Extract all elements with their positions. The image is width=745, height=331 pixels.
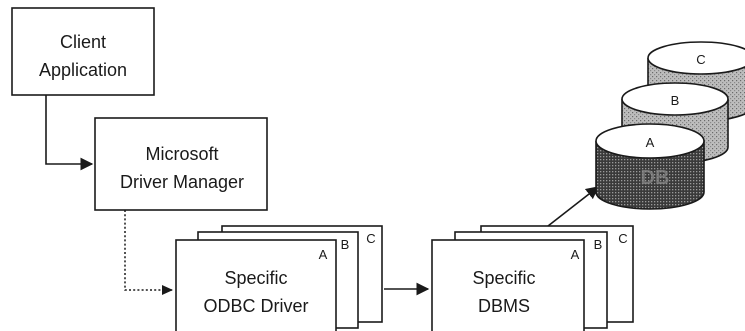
client-label-line1: Client: [60, 32, 106, 52]
client-to-manager-connector: [45, 95, 94, 171]
manager-to-driver-connector: [124, 210, 172, 291]
driver-tag-c: C: [366, 231, 375, 246]
driver-card-stack: C B A Specific ODBC Driver: [175, 225, 383, 331]
database-front-text: DB: [641, 167, 670, 189]
dbms-tag-c: C: [618, 231, 627, 246]
manager-label-line1: Microsoft: [145, 144, 218, 164]
dbms-to-database-connector: [547, 186, 600, 227]
dbms-card-a: [431, 239, 585, 331]
database-cylinder-a: A DB: [595, 123, 705, 210]
database-tag-c: C: [696, 52, 705, 67]
driver-tag-b: B: [341, 237, 350, 252]
manager-label-line2: Driver Manager: [120, 172, 244, 192]
client-label-line2: Application: [39, 60, 127, 80]
database-tag-b: B: [671, 93, 680, 108]
dbms-tag-b: B: [594, 237, 603, 252]
manager-to-driver-arrowhead: [162, 285, 173, 295]
driver-label-line1: Specific: [224, 268, 287, 288]
database-tag-a: A: [646, 135, 655, 150]
driver-card-a: [175, 239, 337, 331]
driver-manager-box: Microsoft Driver Manager: [94, 117, 268, 211]
dbms-tag-a: A: [571, 247, 580, 262]
dbms-card-stack: C B A Specific DBMS: [431, 225, 634, 331]
driver-tag-a: A: [319, 247, 328, 262]
dbms-label-line2: DBMS: [478, 296, 530, 316]
dbms-label-line1: Specific: [472, 268, 535, 288]
client-application-box: Client Application: [11, 7, 155, 96]
driver-label-line2: ODBC Driver: [203, 296, 308, 316]
